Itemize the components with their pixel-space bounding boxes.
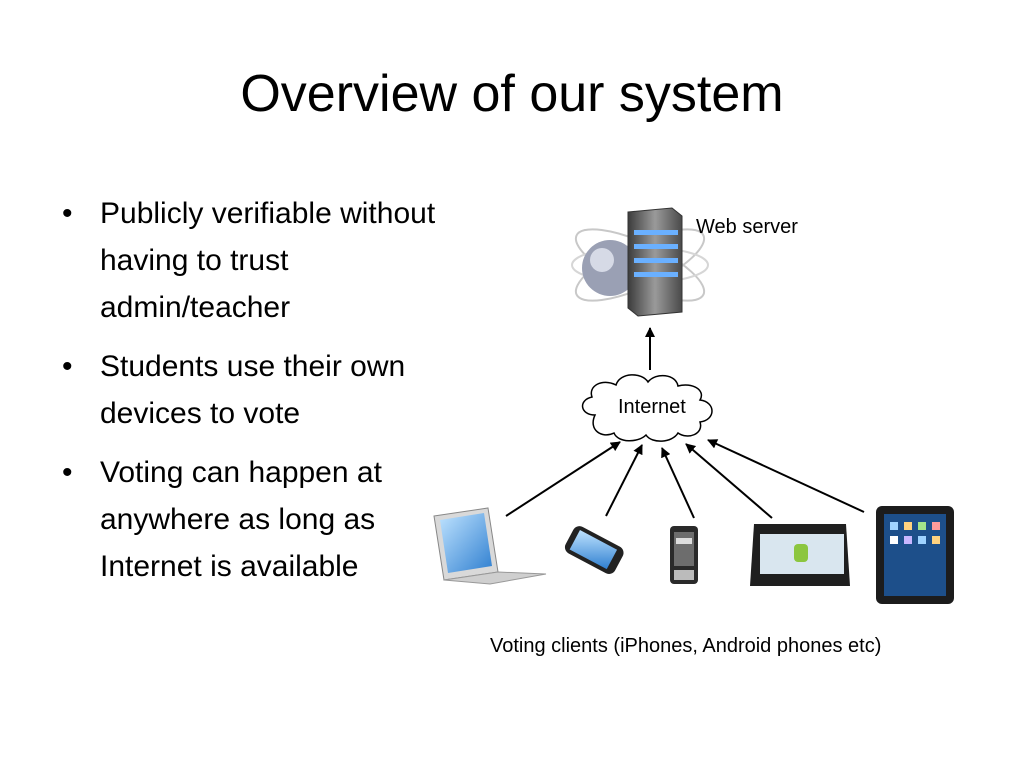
smartphone-icon — [564, 526, 624, 574]
laptop-icon — [433, 507, 547, 585]
clients-caption: Voting clients (iPhones, Android phones … — [490, 635, 882, 657]
bullet-item: • Voting can happen at anywhere as long a… — [60, 449, 460, 590]
tablet-icon — [876, 506, 954, 604]
slide-title: Overview of our system — [240, 65, 784, 123]
bullet-text: Publicly verifiable without having to tr… — [100, 197, 436, 324]
server-icon — [571, 207, 709, 317]
arrow-tablet — [707, 439, 865, 513]
server-label: Web server — [696, 216, 798, 238]
connection-arrows — [505, 327, 865, 519]
bullet-text: Students use their own devices to vote — [100, 350, 406, 430]
bullet-item: • Students use their own devices to vote — [60, 343, 460, 437]
diagram-canvas — [433, 207, 954, 604]
smartphone-icon — [670, 526, 698, 584]
bullet-dot: • — [62, 197, 73, 230]
bullet-list: • Publicly verifiable without having to t… — [60, 190, 460, 602]
system-diagram: Web server Internet Voting clients (iPho… — [420, 190, 1020, 670]
arrow-phone-1 — [605, 444, 643, 517]
arrow-phone-2 — [661, 447, 695, 519]
arrow-laptop — [505, 441, 621, 517]
arrow-android-tablet — [685, 443, 773, 519]
bullet-text: Voting can happen at anywhere as long as… — [100, 456, 382, 583]
android-tablet-icon — [750, 524, 850, 586]
bullet-item: • Publicly verifiable without having to t… — [60, 190, 460, 331]
internet-label: Internet — [618, 396, 686, 418]
bullet-dot: • — [62, 456, 73, 489]
bullet-dot: • — [62, 350, 73, 383]
cloud-icon — [581, 374, 713, 442]
